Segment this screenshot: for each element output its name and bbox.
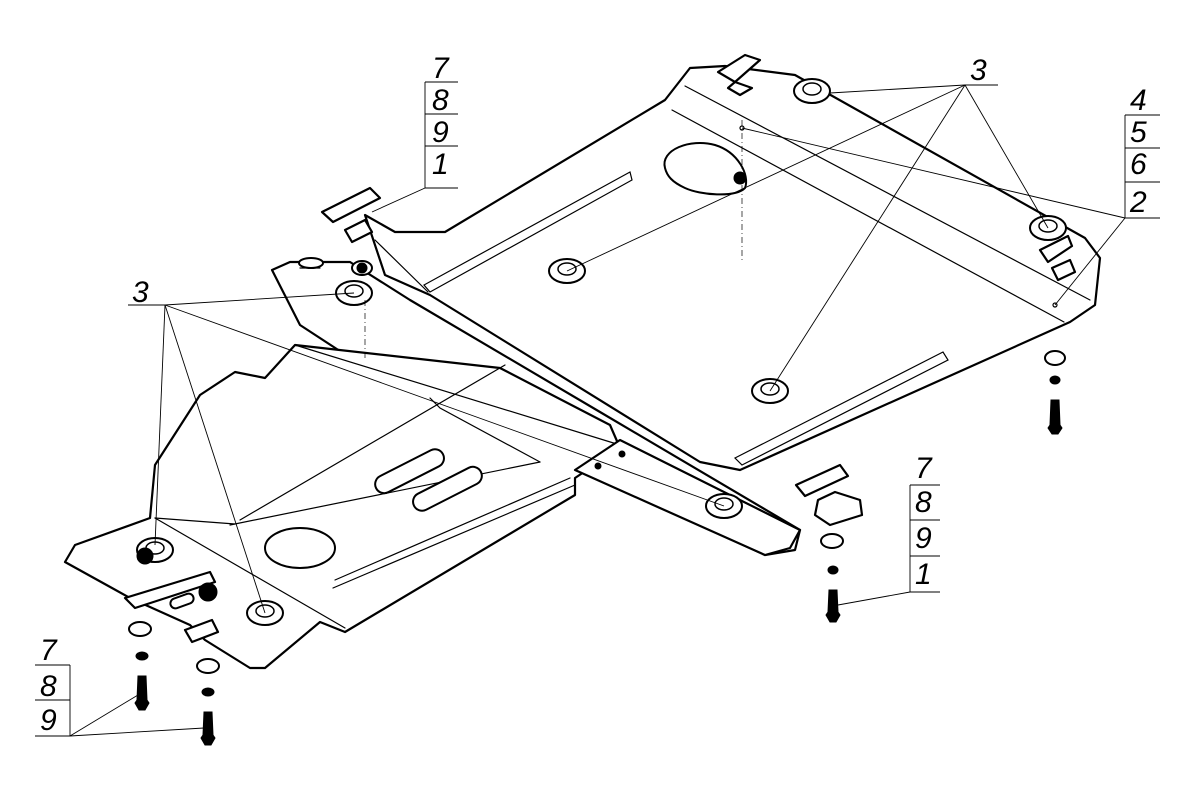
cage-nut-8 [136,537,174,565]
callout-label: 8 [432,84,449,117]
side-bracket [573,438,802,557]
clip-bracket-top-left [320,186,382,244]
fastener-stack-bottom-left-1 [128,621,152,711]
callout-label: 8 [40,670,57,703]
cage-nut-10 [351,260,373,276]
callout-label: 6 [1130,148,1147,181]
marker-dot [739,125,745,131]
fastener-stack-bottom-right [820,533,844,623]
callout-label: 1 [432,148,449,181]
callout-label: 8 [915,486,932,519]
clip-bracket-bottom-right [794,463,864,527]
cage-nut-4 [751,378,789,404]
callout-label: 9 [40,704,57,737]
callout-bottom-left: 7 8 9 [35,634,205,737]
callout-label: 9 [915,522,932,555]
clip-bracket-right [1038,234,1077,282]
main-skid-plate [363,64,1102,472]
cage-nut-9 [198,582,218,602]
callout-label: 7 [915,452,933,485]
fastener-stack-right [1044,350,1066,435]
callout-label: 1 [915,558,932,591]
callout-left: 3 [128,276,725,614]
clip-bracket-bottom-left [123,570,220,644]
clip-bracket-top-center [716,53,762,97]
callout-label: 3 [970,54,987,87]
callout-bottom-right: 7 8 9 1 [837,452,940,606]
cage-nut-1 [793,78,831,104]
callout-top-left: 7 8 9 1 [371,52,458,213]
callout-top-right: 3 [566,54,1049,392]
front-skid-plate [63,343,622,670]
callout-right: 4 5 6 2 [741,84,1160,306]
callout-label: 9 [432,116,449,149]
callout-label: 4 [1130,84,1147,117]
fastener-stack-bottom-left-2 [196,658,220,746]
callout-label: 7 [40,634,58,667]
callout-label: 2 [1129,186,1147,219]
callout-label: 3 [132,276,149,309]
callout-label: 7 [432,52,450,85]
callout-label: 5 [1130,116,1147,149]
marker-dot [1052,302,1058,308]
